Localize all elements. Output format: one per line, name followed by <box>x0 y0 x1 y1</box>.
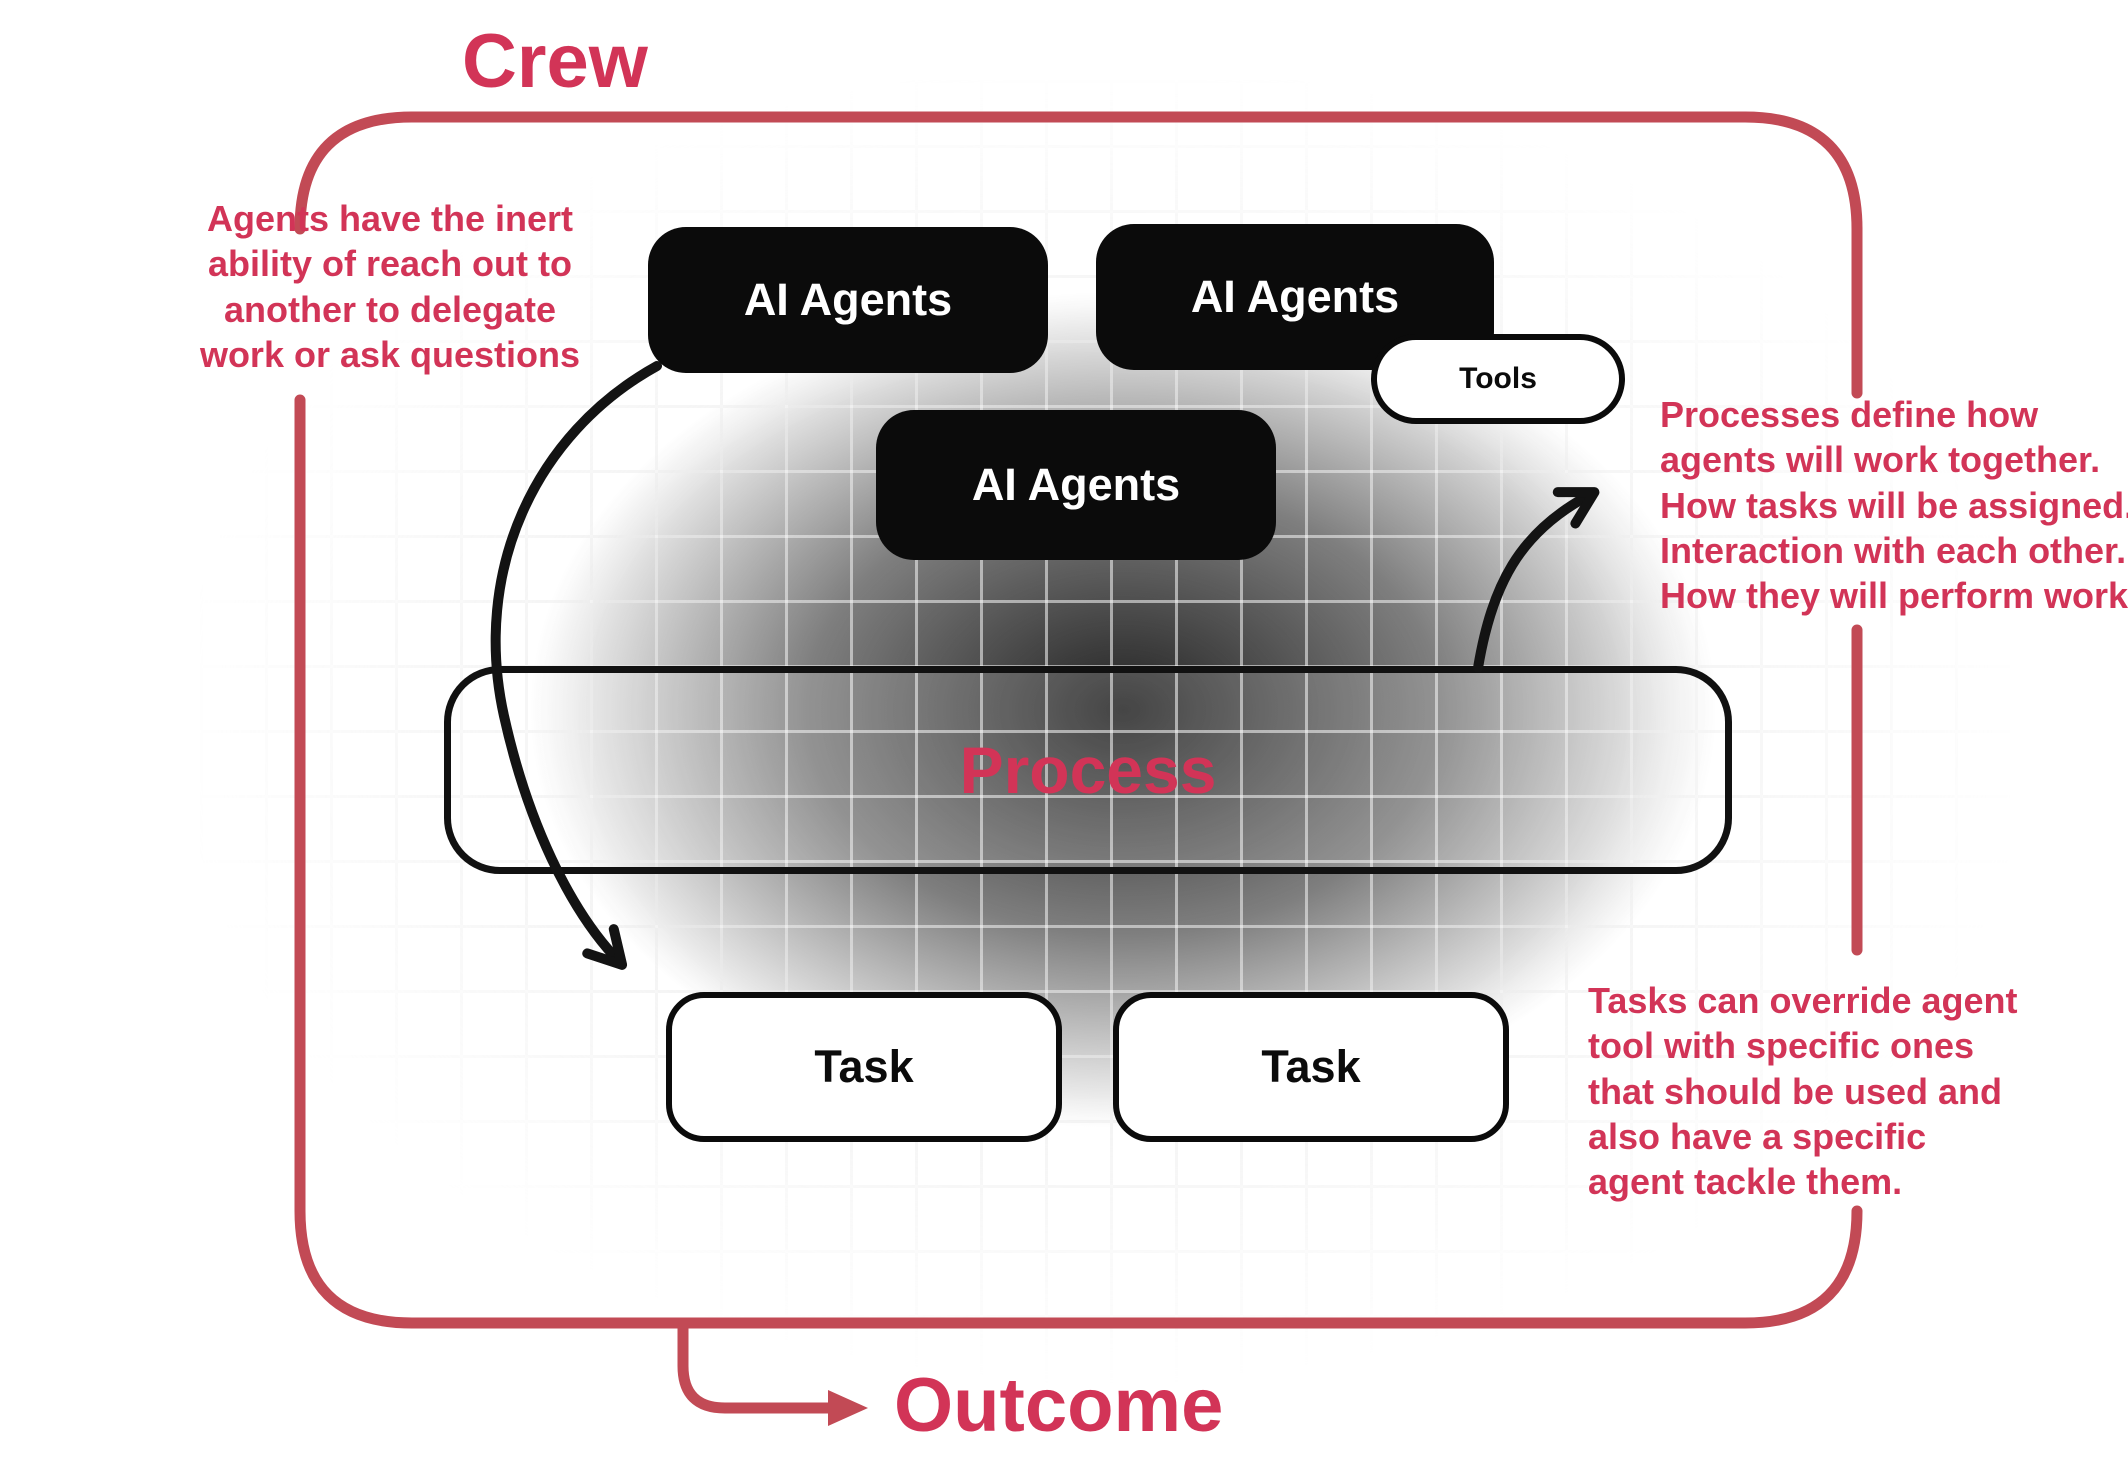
tools-label: Tools <box>1459 362 1537 395</box>
ai-agents-box-1: AI Agents <box>648 227 1048 373</box>
task-label: Task <box>814 1041 914 1092</box>
process-note: Processes define how agents will work to… <box>1660 394 2128 617</box>
process-box: Process <box>444 666 1732 874</box>
ai-agents-label: AI Agents <box>743 274 953 325</box>
outcome-title: Outcome <box>894 1363 1224 1448</box>
ai-agents-box-3: AI Agents <box>876 410 1276 560</box>
crew-title: Crew <box>462 19 648 104</box>
tasks-note: Tasks can override agent tool with speci… <box>1588 980 2018 1203</box>
process-label: Process <box>959 733 1217 807</box>
delegation-note: Agents have the inert ability of reach o… <box>199 198 581 376</box>
ai-agents-label: AI Agents <box>1190 271 1400 322</box>
task-box-1: Task <box>666 992 1062 1142</box>
task-box-2: Task <box>1113 992 1509 1142</box>
task-label: Task <box>1261 1041 1361 1092</box>
ai-agents-label: AI Agents <box>971 459 1181 510</box>
tools-box: Tools <box>1371 334 1625 424</box>
